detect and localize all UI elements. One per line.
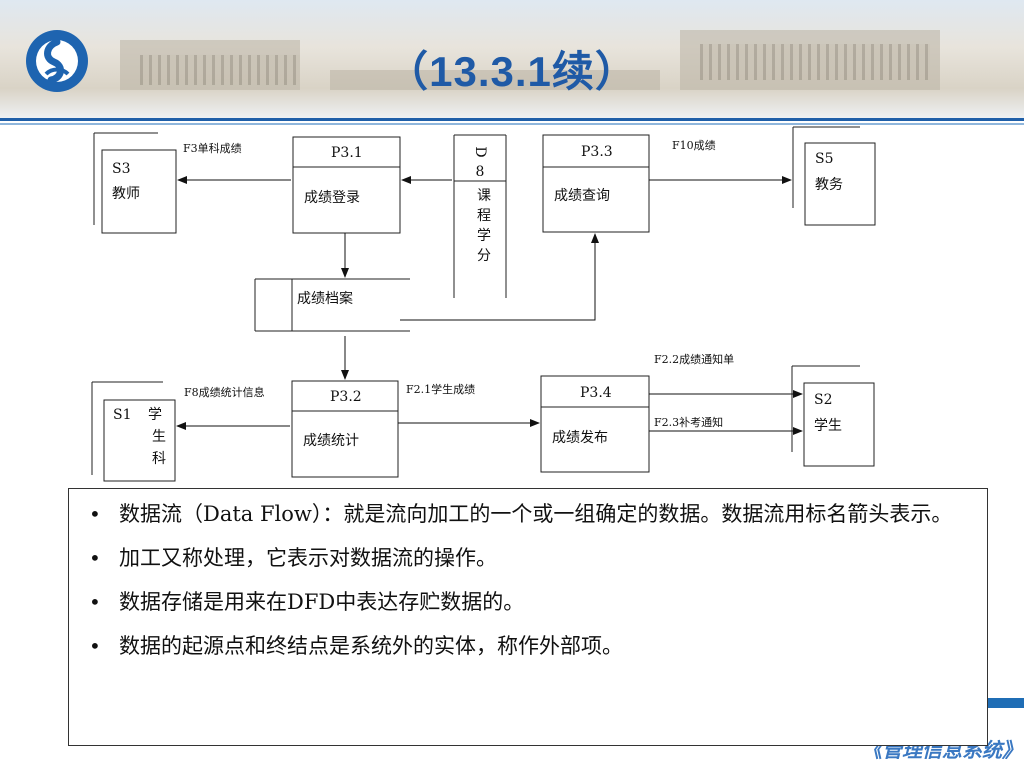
list-item: • 加工又称处理，它表示对数据流的操作。: [85, 541, 965, 575]
slide-title: （13.3.1续）: [386, 48, 638, 95]
process-id: P3.1: [331, 145, 363, 161]
entity-code: S1: [113, 407, 132, 423]
process-P3.4: P3.4 成绩发布: [540, 375, 650, 473]
flow-label: F2.3补考通知: [654, 415, 723, 429]
store-name-char: 程: [477, 208, 491, 224]
store-name-char: 学: [477, 228, 491, 244]
entity-S3: S3 教师: [93, 132, 177, 234]
entity-name: 教师: [112, 186, 140, 202]
entity-code: S5: [815, 151, 834, 167]
banner-building-windows: [700, 44, 930, 80]
school-logo-icon: [24, 28, 90, 94]
arrow-archive-to-P33: [400, 233, 599, 321]
process-name: 成绩登录: [304, 190, 360, 206]
accent-band: [960, 698, 1024, 708]
entity-S2: S2 学生: [791, 365, 875, 467]
header-banner: [0, 0, 1024, 118]
banner-building: [120, 40, 300, 90]
entity-name: 教务: [815, 177, 843, 193]
note-text: 加工又称处理，它表示对数据流的操作。: [119, 546, 497, 570]
store-name-char: 分: [477, 248, 491, 264]
process-P3.3: P3.3 成绩查询: [542, 134, 650, 233]
bullet-icon: •: [89, 546, 101, 570]
bullet-icon: •: [89, 590, 101, 614]
flow-label: F3单科成绩: [183, 141, 242, 155]
entity-name-char: 生: [152, 429, 166, 445]
flow-label: F2.2成绩通知单: [654, 352, 734, 366]
data-store-grade-archive: 成绩档案: [254, 278, 410, 332]
process-id: P3.3: [581, 144, 613, 160]
process-id: P3.4: [580, 385, 612, 401]
process-P3.1: P3.1 成绩登录: [292, 136, 401, 234]
entity-S1: S1 学 生 科: [91, 381, 176, 482]
flow-label: F2.1学生成绩: [406, 382, 475, 396]
store-name-char: 课: [477, 188, 491, 204]
bullet-icon: •: [89, 634, 101, 658]
flow-arrows: [176, 176, 803, 435]
header-rule-light: [0, 123, 1024, 125]
entity-code: S3: [112, 161, 131, 177]
store-code-char: D: [472, 146, 488, 157]
process-name: 成绩发布: [552, 430, 608, 446]
note-text: 数据的起源点和终结点是系统外的实体，称作外部项。: [119, 634, 623, 658]
store-code-char: 8: [476, 164, 485, 180]
list-item: • 数据的起源点和终结点是系统外的实体，称作外部项。: [85, 629, 965, 663]
notes-box: • 数据流（Data Flow）：就是流向加工的一个或一组确定的数据。数据流用标…: [68, 488, 988, 746]
note-text: 数据流（Data Flow）：就是流向加工的一个或一组确定的数据。数据流用标名箭…: [119, 502, 953, 526]
entity-code: S2: [814, 392, 833, 408]
entity-S5: S5 教务: [792, 126, 876, 226]
entity-name-char: 学: [148, 407, 162, 423]
store-name: 成绩档案: [297, 290, 353, 307]
header-rule: [0, 118, 1024, 121]
notes-list: • 数据流（Data Flow）：就是流向加工的一个或一组确定的数据。数据流用标…: [69, 489, 987, 663]
flow-labels: F3单科成绩 F10成绩 F2.2成绩通知单 F8成绩统计信息 F2.1学生成绩…: [183, 139, 734, 429]
banner-building: [680, 30, 940, 90]
list-item: • 数据流（Data Flow）：就是流向加工的一个或一组确定的数据。数据流用标…: [85, 497, 965, 531]
data-store-D8: D 8 课 程 学 分: [453, 134, 507, 298]
flow-label: F10成绩: [672, 139, 716, 152]
note-text: 数据存储是用来在DFD中表达存贮数据的。: [119, 590, 525, 614]
list-item: • 数据存储是用来在DFD中表达存贮数据的。: [85, 585, 965, 619]
entity-name-char: 科: [152, 451, 166, 467]
banner-building: [330, 70, 660, 90]
flow-label: F8成绩统计信息: [184, 385, 265, 399]
process-P3.2: P3.2 成绩统计: [291, 380, 399, 478]
bullet-icon: •: [89, 502, 101, 526]
process-id: P3.2: [330, 389, 362, 405]
banner-building-windows: [140, 55, 300, 85]
process-name: 成绩查询: [554, 188, 610, 204]
process-name: 成绩统计: [303, 433, 359, 449]
entity-name: 学生: [814, 418, 842, 434]
